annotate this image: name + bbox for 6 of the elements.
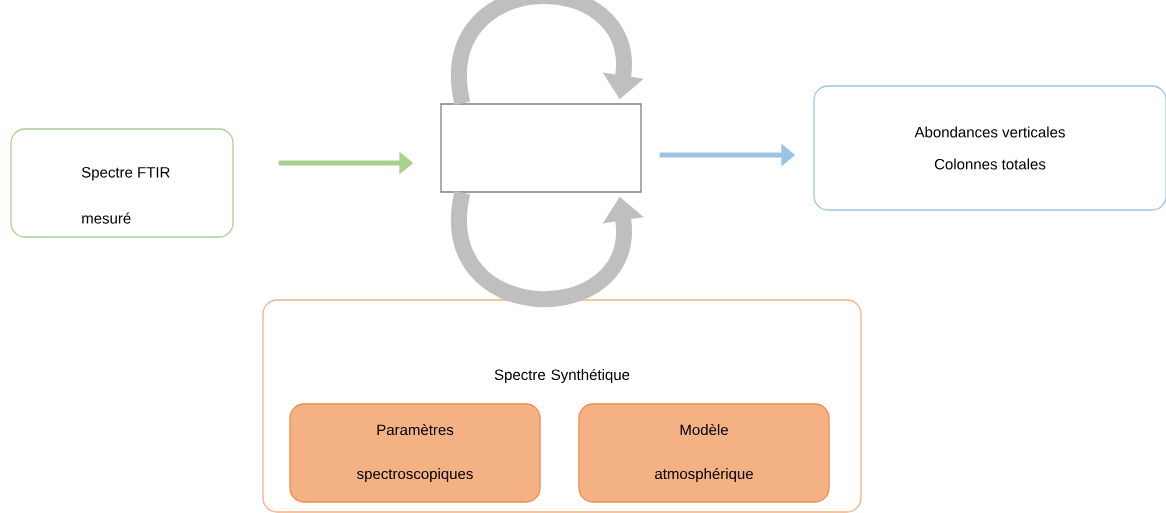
parameter-box: Paramètres spectroscopiques bbox=[289, 403, 541, 503]
process-box bbox=[440, 103, 642, 193]
input-box: Spectre FTIR mesuré bbox=[10, 128, 234, 238]
output-box: Abondances verticales Colonnes totales bbox=[813, 85, 1166, 211]
model-box: Modèle atmosphérique bbox=[578, 403, 830, 503]
loop-arrow bbox=[451, 0, 644, 105]
